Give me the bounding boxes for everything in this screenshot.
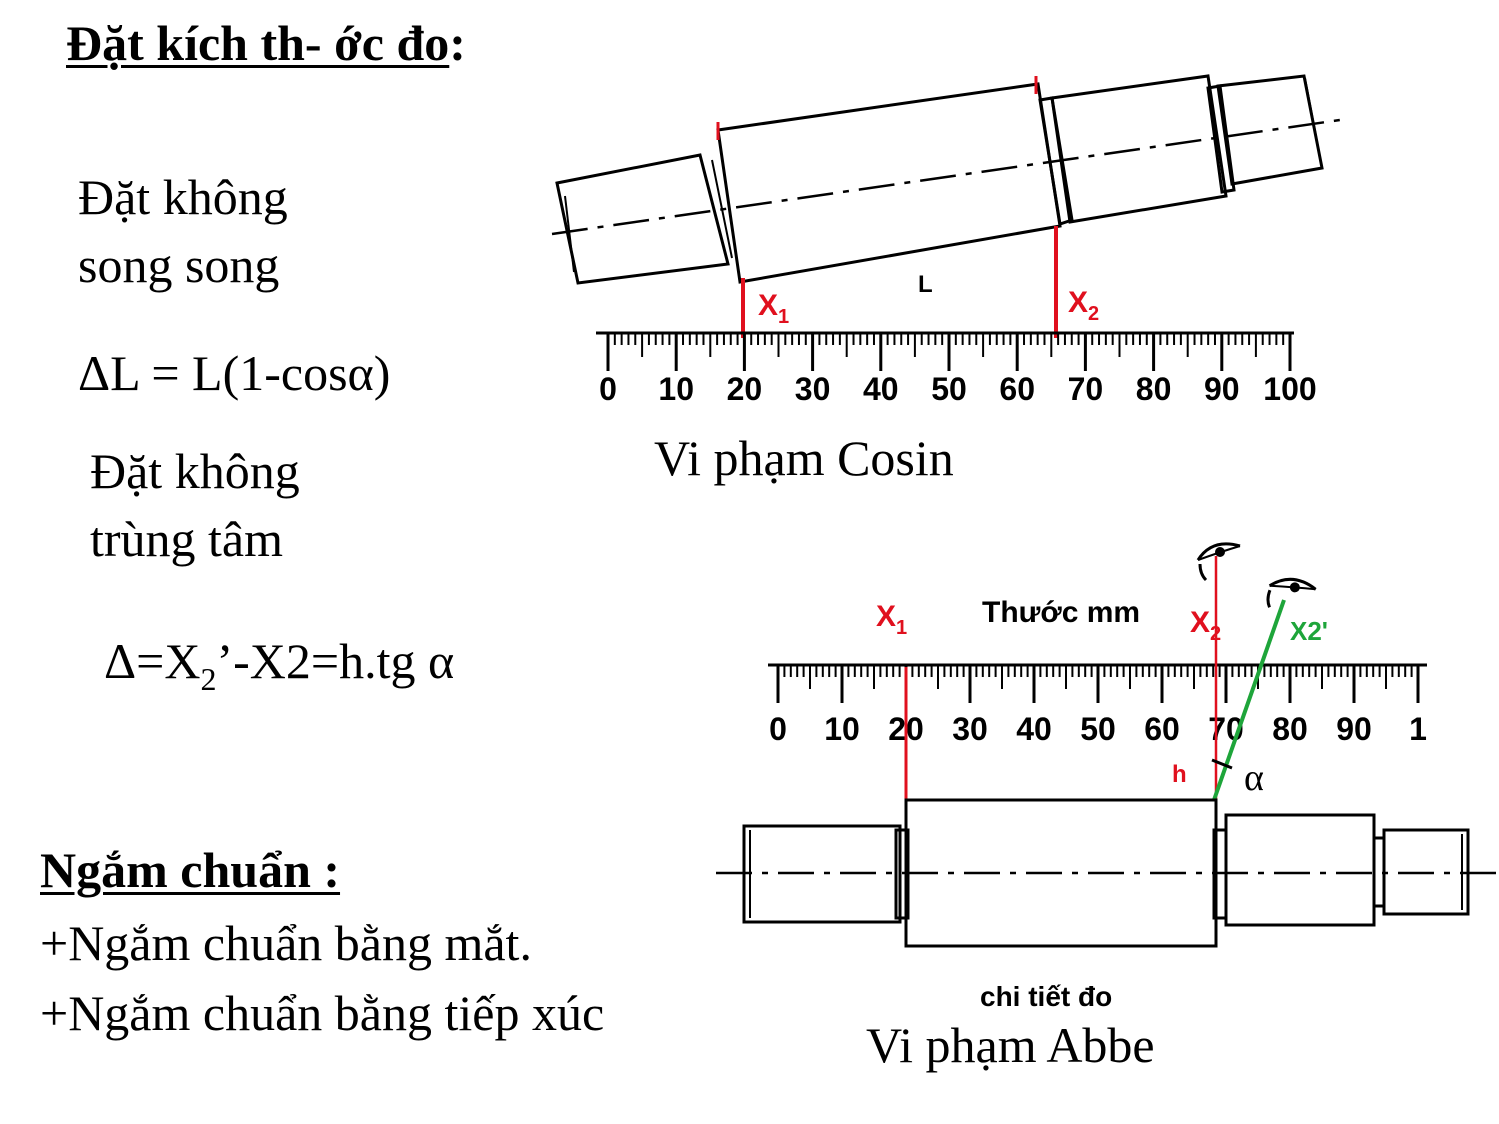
cosine-ruler-tick-label: 0 [599,371,617,407]
abbe-ruler-tick-label: 10 [824,711,860,747]
text-not-centered-1: Đặt không [90,443,300,499]
abbe-ruler-tick-label: 80 [1272,711,1308,747]
text-not-parallel-2: song song [78,237,280,293]
abbe-ruler-tick-label: 40 [1016,711,1052,747]
cosine-ruler-tick-label: 90 [1204,371,1240,407]
abbe-caption: Vi phạm Abbe [866,1017,1155,1073]
cosine-shaft [555,74,1324,285]
cosine-ruler-tick-label: 100 [1263,371,1316,407]
abbe-ruler-tick-label: 0 [769,711,787,747]
text-not-centered-2: trùng tâm [90,511,284,567]
cosine-ruler-tick-label: 80 [1136,371,1172,407]
slide-title: Đặt kích th- ớc đo: [66,15,466,71]
abbe-ruler-title: Thước mm [982,596,1140,629]
abbe-part-label: chi tiết đo [980,981,1112,1012]
eye-icon [1196,542,1241,582]
sighting-item-contact: +Ngắm chuẩn bằng tiếp xúc [40,985,605,1041]
abbe-h-label: h [1172,761,1187,788]
abbe-x1-label: X1 [876,600,907,639]
abbe-h-marker [1211,758,1233,770]
abbe-ruler-tick-label: 50 [1080,711,1116,747]
abbe-x2-prime-label: X2' [1290,616,1328,646]
abbe-ruler-tick-label: 30 [952,711,988,747]
cosine-x2-label: X2 [1068,286,1099,325]
cosine-caption: Vi phạm Cosin [654,430,954,486]
formula-abbe: Δ=X2’-X2=h.tg α [104,633,455,697]
cosine-ruler-tick-label: 70 [1068,371,1104,407]
eye-icon [1266,577,1317,608]
cosine-centerline [551,118,1341,236]
formula-cosine: ΔL = L(1-cosα) [78,345,391,401]
cosine-ruler: 0 10 20 30 40 50 60 70 80 90 100 [596,331,1317,407]
cosine-ruler-tick-label: 30 [795,371,831,407]
abbe-ruler-tick-label: 1 [1409,711,1427,747]
cosine-ruler-tick-label: 50 [931,371,967,407]
cosine-length-label: L [918,271,933,298]
abbe-ruler-tick-label: 60 [1144,711,1180,747]
text-not-parallel-1: Đặt không [78,169,288,225]
cosine-ruler-tick-label: 40 [863,371,899,407]
abbe-alpha-label: α [1244,757,1264,799]
sighting-item-eye: +Ngắm chuẩn bằng mắt. [40,915,532,971]
cosine-ruler-tick-label: 60 [999,371,1035,407]
cosine-x1-label: X1 [758,289,789,328]
sighting-heading: Ngắm chuẩn : [40,842,341,898]
cosine-ruler-tick-label: 20 [727,371,763,407]
cosine-ruler-tick-label: 10 [658,371,694,407]
abbe-ruler-tick-label: 90 [1336,711,1372,747]
